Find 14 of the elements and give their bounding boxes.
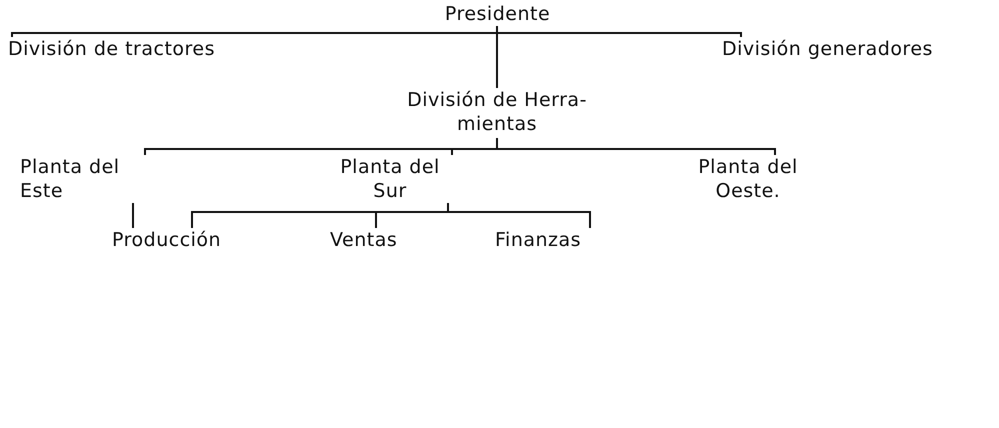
node-label: Presidente [444, 2, 552, 26]
node-label: División generadores [722, 37, 934, 61]
node-label: Producción [112, 228, 222, 252]
node-label: División de tractores [8, 37, 216, 61]
node-label: División de Herra- mientas [406, 88, 588, 136]
node-label: Planta del Sur [339, 155, 441, 203]
node-label: Ventas [330, 228, 398, 252]
node-label: Planta del Este [20, 155, 121, 203]
connector-line [496, 138, 776, 155]
node-label: Planta del Oeste. [697, 155, 799, 203]
node-label: Finanzas [495, 228, 582, 252]
connector-line [132, 203, 134, 228]
connector-line [496, 26, 498, 88]
connector-line [447, 203, 591, 228]
